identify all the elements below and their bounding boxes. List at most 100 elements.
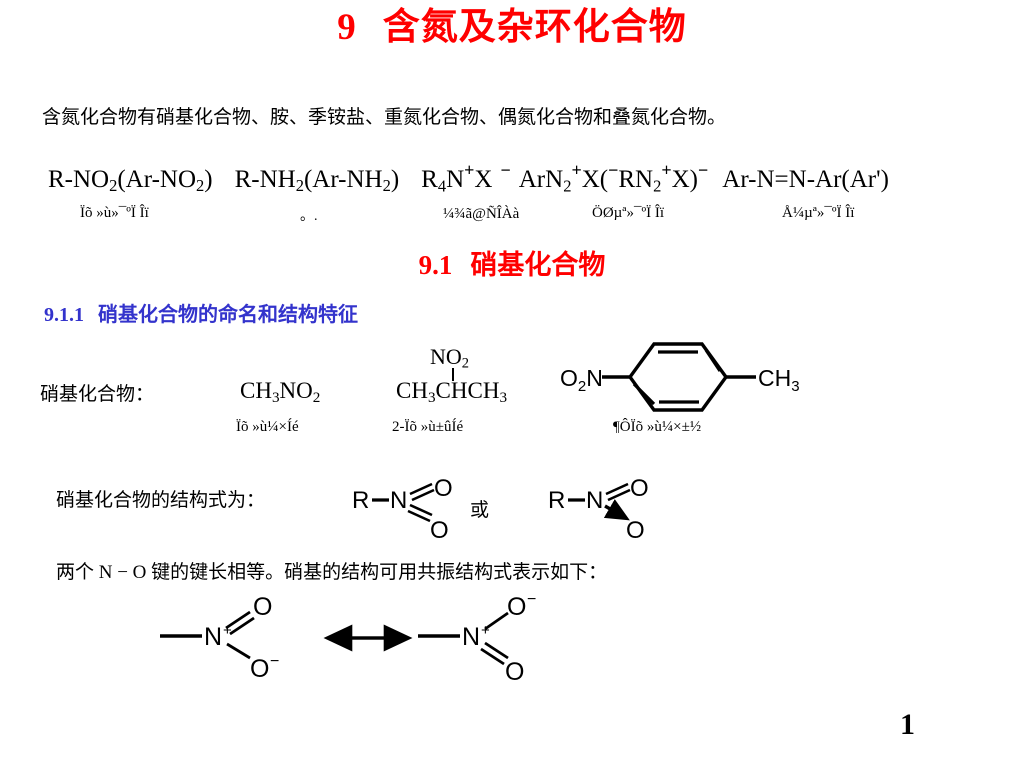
formula-amine-mid: (Ar-NH xyxy=(303,166,383,194)
nitro-compounds-label: 硝基化合物： xyxy=(40,384,155,405)
left-o-bottom-label: O xyxy=(250,655,269,683)
left-upper-bond-a xyxy=(225,610,251,630)
slide-title-text: 含氮及杂环化合物 xyxy=(382,7,687,48)
formula-amine-sub1: 2 xyxy=(295,176,304,196)
left-lower-bond xyxy=(226,642,251,660)
ring-double-bond-right xyxy=(704,349,722,372)
page-number: 1 xyxy=(900,708,915,741)
formula-nitro-pre: R-NO xyxy=(48,166,110,194)
nitro-structure-double-bond: R N O O xyxy=(352,478,453,544)
caption-quaternary-salt: ¼¾ã@ÑÎÀà xyxy=(443,206,520,222)
structure2-r-label: R xyxy=(548,487,565,514)
structure2-o-top-label: O xyxy=(630,478,649,502)
example1-formula-mid: NO xyxy=(279,378,313,403)
structure2-o-bottom-label: O xyxy=(626,517,645,544)
bond-length-sentence: 两个 N − O 键的键长相等。硝基的结构可用共振结构式表示如下： xyxy=(56,562,608,583)
formula-diazo-rcharge: − xyxy=(608,160,619,180)
caption-nitro-compound: Ïõ »ù»¯ºÏ Îï xyxy=(80,205,149,221)
example2-top-group: NO xyxy=(430,344,462,369)
formula-azo: Ar-N=N-Ar(Ar') xyxy=(722,166,889,194)
formula-nitro: R-NO2(Ar-NO2) xyxy=(48,166,213,196)
formula-diazo-xcharge: − xyxy=(698,160,709,180)
formula-quat-r: R xyxy=(421,166,438,194)
resonance-structures: N + O O − N + O − O xyxy=(160,592,536,684)
example2-caption: 2-Ïõ »ù±ûÍé xyxy=(392,419,464,435)
subsection-number: 9.1.1 xyxy=(44,304,84,326)
subsection-title: 硝基化合物的命名和结构特征 xyxy=(98,304,358,326)
p-nitrotoluene-structure: O2N CH3 xyxy=(560,342,800,412)
formula-quat-rsub: 4 xyxy=(437,176,447,196)
benzene-ring-icon xyxy=(627,342,729,412)
structure1-upper-bond-a xyxy=(409,482,433,496)
structure1-o-bottom-label: O xyxy=(430,517,449,544)
formula-nitro-post: ) xyxy=(204,166,213,194)
example1-caption: Ïõ »ù¼×Íé xyxy=(236,419,299,435)
example1-formula-sub2: 2 xyxy=(312,388,321,406)
example2-vertical-bond xyxy=(452,368,454,381)
nitro-group-label: O2N xyxy=(560,365,603,395)
section-heading: 9.1 硝基化合物 xyxy=(0,243,1024,282)
structure2-n-label: N xyxy=(586,487,603,514)
subsection-heading: 9.1.1 硝基化合物的命名和结构特征 xyxy=(44,298,358,327)
example1-formula: CH3NO2 xyxy=(240,378,320,407)
caption-amine-dot: 。. xyxy=(300,209,318,224)
right-o-bottom-label: O xyxy=(505,658,524,684)
formula-nitro-sub1: 2 xyxy=(109,176,118,196)
ring-double-bond-left xyxy=(632,382,656,406)
formula-quaternary-salt: R4N+X− xyxy=(421,160,511,196)
formula-nitro-mid: (Ar-NO xyxy=(117,166,196,194)
formula-quat-x-charge: − xyxy=(500,160,511,180)
formula-amine: R-NH2(Ar-NH2) xyxy=(235,166,400,196)
right-o-top-label: O xyxy=(507,593,526,621)
formula-diazo-x2: X) xyxy=(671,166,699,194)
structure1-lower-bond-a xyxy=(409,503,433,517)
right-lower-bond-b xyxy=(480,647,505,666)
formula-quat-x: X xyxy=(474,166,493,194)
right-upper-bond xyxy=(484,611,509,631)
formula-diazo-nsub: 2 xyxy=(653,176,662,196)
example3-caption: ¶ÔÏõ »ù¼×±½ xyxy=(613,419,702,435)
structure1-n-label: N xyxy=(390,487,407,514)
left-o-top-label: O xyxy=(253,593,272,621)
section-title: 硝基化合物 xyxy=(470,250,606,280)
example2-top-group-sub: 2 xyxy=(461,355,470,372)
compound-formula-row: R-NO2(Ar-NO2)R-NH2(Ar-NH2)R4N+X−ArN2+X(−… xyxy=(48,160,988,196)
formula-diazo-ar: ArN xyxy=(518,166,564,194)
structure2-upper-bond-a xyxy=(605,482,629,496)
formula-quat-n-charge: + xyxy=(464,160,475,180)
structure2-dative-arrow-icon xyxy=(603,499,630,521)
left-upper-bond-b xyxy=(229,616,255,636)
or-label: 或 xyxy=(470,500,490,521)
intro-paragraph: 含氮化合物有硝基化合物、胺、季铵盐、重氮化合物、偶氮化合物和叠氮化合物。 xyxy=(42,107,727,128)
structure2-upper-bond-b xyxy=(607,488,631,502)
formula-quat-n: N xyxy=(446,166,465,194)
formula-diazo-ncharge: + xyxy=(661,160,672,180)
right-n-label: N xyxy=(462,623,480,651)
right-n-charge: + xyxy=(481,622,490,639)
right-o-top-charge: − xyxy=(527,592,536,608)
formula-diazo-n: N xyxy=(635,166,654,194)
example2-formula: CH3CHCH3 xyxy=(396,378,507,407)
slide-title-number: 9 xyxy=(337,7,357,48)
formula-diazo-x1: X( xyxy=(581,166,609,194)
methyl-group-label: CH3 xyxy=(758,365,800,395)
example2-formula-b-sub: 3 xyxy=(499,388,508,406)
caption-diazonium: ÖØµª»¯ºÏ Îï xyxy=(592,205,665,221)
structure1-upper-bond-b xyxy=(411,488,435,502)
formula-nitro-sub2: 2 xyxy=(196,176,205,196)
caption-azo: Å¼µª»¯ºÏ Îï xyxy=(782,205,855,221)
example2-formula-b: CHCH xyxy=(435,378,500,403)
left-o-bottom-charge: − xyxy=(270,653,279,670)
structure1-lower-bond-b xyxy=(407,509,431,523)
structure1-o-top-label: O xyxy=(434,478,453,502)
formula-diazonium: ArN2+X(−RN2+X)− xyxy=(519,160,709,196)
formula-diazo-r: R xyxy=(618,166,636,194)
nitro-structure-dative-bond: R N O O xyxy=(548,478,649,544)
structure1-r-label: R xyxy=(352,487,369,514)
example1-formula-pre: CH xyxy=(240,378,272,403)
section-number: 9.1 xyxy=(418,250,453,280)
formula-diazo-arsub: 2 xyxy=(563,176,572,196)
formula-amine-post: ) xyxy=(390,166,400,194)
formula-amine-pre: R-NH xyxy=(234,166,296,194)
example2-nitro-group: NO2 xyxy=(430,344,469,373)
